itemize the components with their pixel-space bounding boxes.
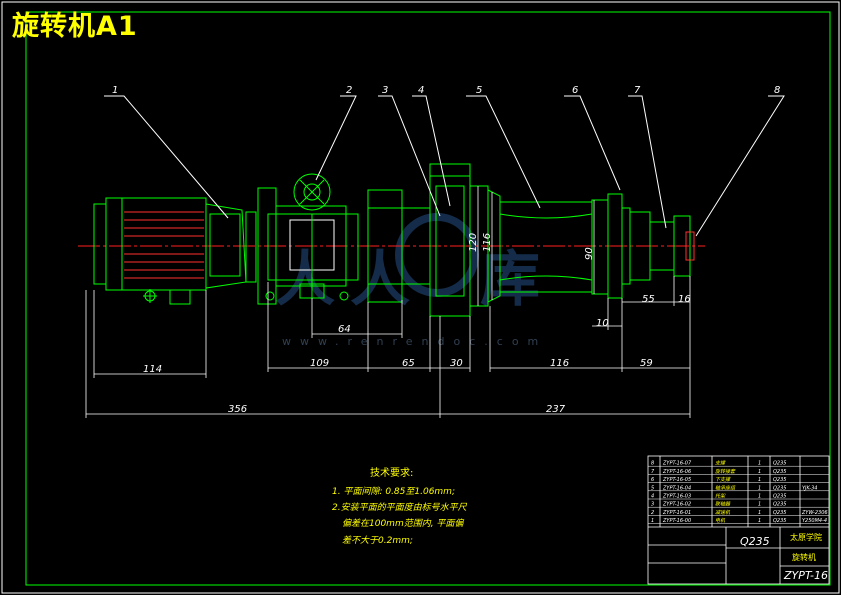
- dim-30: 30: [450, 358, 463, 369]
- dim-114: 114: [143, 364, 162, 375]
- bom-cell-qty: 1: [758, 518, 761, 524]
- bom-cell-mat: Q235: [773, 502, 786, 508]
- bom-cell-qty: 1: [758, 502, 761, 508]
- bom-cell-note: YJK-34: [802, 485, 817, 491]
- bom-cell-qty: 1: [758, 477, 761, 483]
- bom-cell-mat: Q235: [773, 461, 786, 467]
- drawing-title: 旋转机A1: [12, 11, 138, 42]
- bom-cell-qty: 1: [758, 494, 761, 500]
- bom-cell-no: 4: [651, 494, 654, 500]
- svg-text:人: 人: [350, 245, 410, 315]
- bom-cell-mat: Q235: [773, 518, 786, 524]
- bom-cell-mat: Q235: [773, 494, 786, 500]
- bom-cell-note: ZYW-2306: [801, 510, 828, 516]
- dim-120: 120: [468, 233, 479, 252]
- bom-cell-mat: Q235: [773, 485, 786, 491]
- watermark: 人 人 库 www.renrendoc.com: [275, 213, 547, 348]
- bom-cell-no: 8: [651, 461, 654, 467]
- bom-cell-no: 1: [651, 518, 654, 524]
- bom-cell-name: 电机: [715, 517, 726, 524]
- bom-cell-code: ZYPT-16-03: [662, 494, 691, 500]
- dim-10: 10: [596, 318, 609, 329]
- bom-cell-qty: 1: [758, 461, 761, 467]
- bom-cell-qty: 1: [758, 469, 761, 475]
- dim-55: 55: [642, 294, 655, 305]
- bom-cell-no: 6: [651, 477, 654, 483]
- notes-line-3: 偏差在100mm范围内, 平面偏: [342, 518, 464, 529]
- dim-65: 65: [402, 358, 415, 369]
- watermark-url: www.renrendoc.com: [282, 335, 547, 348]
- bom-cell-code: ZYPT-16-04: [662, 485, 691, 491]
- part-label-1: 1: [112, 85, 118, 96]
- bom-cell-mat: Q235: [773, 469, 786, 475]
- svg-text:库: 库: [480, 245, 540, 315]
- dim-109: 109: [310, 358, 329, 369]
- dim-116-horizontal: 116: [550, 358, 569, 369]
- bom-cell-name: 联轴器: [715, 501, 731, 508]
- reducer: [257, 173, 359, 305]
- notes-heading: 技术要求:: [370, 466, 413, 479]
- bom-cell-mat: Q235: [773, 477, 786, 483]
- bom-cell-code: ZYPT-16-02: [662, 502, 691, 508]
- title-block-material: Q235: [740, 535, 770, 548]
- bom-cell-no: 7: [651, 469, 655, 475]
- bom-cell-note: Y250M4-4: [802, 518, 827, 524]
- bom-cell-code: ZYPT-16-06: [662, 469, 691, 475]
- bom-cell-qty: 1: [758, 510, 761, 516]
- part-label-8: 8: [774, 85, 780, 96]
- bom-cell-no: 3: [651, 502, 654, 508]
- technical-notes: 技术要求: 1. 平面间隙: 0.85至1.06mm; 2.安装平面的平面度由标…: [332, 466, 468, 546]
- bom-cell-name: 轴承座组: [715, 484, 736, 491]
- bom-cell-code: ZYPT-16-05: [662, 477, 691, 483]
- bom-cell-name: 下支撑: [715, 476, 731, 483]
- part-label-6: 6: [572, 85, 578, 96]
- motor: [93, 197, 257, 305]
- notes-line-1: 1. 平面间隙: 0.85至1.06mm;: [332, 486, 455, 497]
- bom-cell-mat: Q235: [773, 510, 786, 516]
- dim-356: 356: [228, 404, 247, 415]
- bom-cell-no: 2: [651, 510, 654, 516]
- part-leaders: [104, 95, 785, 237]
- dim-64: 64: [338, 324, 351, 335]
- bom-cell-code: ZYPT-16-07: [662, 461, 692, 467]
- bom-cell-name: 支撑: [715, 460, 726, 467]
- bom-cell-name: 减速机: [715, 509, 731, 516]
- dimension-lines: [85, 186, 691, 418]
- part-label-7: 7: [634, 85, 641, 96]
- part-label-5: 5: [476, 85, 482, 96]
- title-block-company: 太原学院: [790, 532, 822, 542]
- dim-116-vertical: 116: [482, 233, 493, 252]
- bom-cell-qty: 1: [758, 485, 761, 491]
- bom-cell-name: 托架: [715, 493, 726, 500]
- bom-cell-code: ZYPT-16-01: [662, 510, 691, 516]
- bom-cell-code: ZYPT-16-00: [662, 518, 691, 524]
- rotary-joint: [649, 215, 695, 277]
- notes-line-4: 差不大于0.2mm;: [342, 535, 413, 546]
- dim-16: 16: [678, 294, 691, 305]
- dim-90: 90: [584, 247, 595, 260]
- title-block-drawing-no: ZYPT-16: [783, 569, 828, 582]
- part-label-3: 3: [382, 85, 388, 96]
- title-block-drawing-name: 旋转机: [792, 552, 816, 562]
- title-block: [647, 455, 830, 585]
- bom-cell-no: 5: [651, 485, 654, 491]
- part-label-2: 2: [346, 85, 352, 96]
- bom-cell-name: 旋转接套: [715, 468, 736, 475]
- inner-frame: [25, 11, 831, 586]
- part-label-4: 4: [418, 85, 424, 96]
- dim-237: 237: [546, 404, 566, 415]
- notes-line-2: 2.安装平面的平面度由标号水平尺: [332, 502, 468, 513]
- dim-59: 59: [640, 358, 653, 369]
